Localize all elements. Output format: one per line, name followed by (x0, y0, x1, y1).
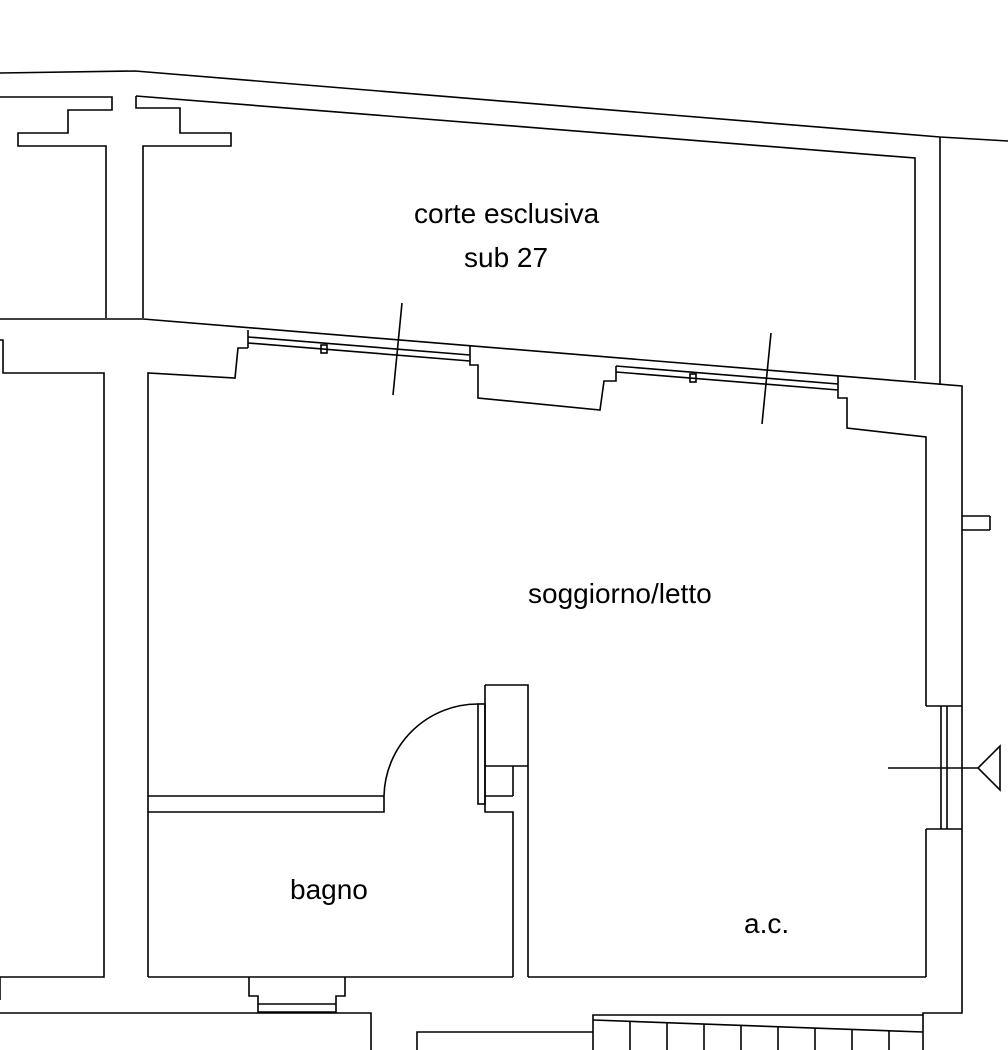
bathroom-walls (148, 684, 529, 978)
window-left (247, 302, 471, 396)
facade-wall (0, 318, 963, 1050)
court-walls (0, 95, 916, 380)
bottom-walls (0, 976, 926, 1050)
boundary-line (0, 70, 1008, 385)
right-wall-details (888, 515, 1001, 977)
ac-label: a.c. (744, 908, 790, 939)
stair (592, 1019, 924, 1050)
court-label-line2: sub 27 (464, 242, 549, 273)
window-right (615, 332, 839, 425)
court-label-line1: corte esclusiva (414, 198, 600, 229)
living-room-label: soggiorno/letto (528, 578, 712, 609)
bathroom-label: bagno (290, 874, 368, 905)
